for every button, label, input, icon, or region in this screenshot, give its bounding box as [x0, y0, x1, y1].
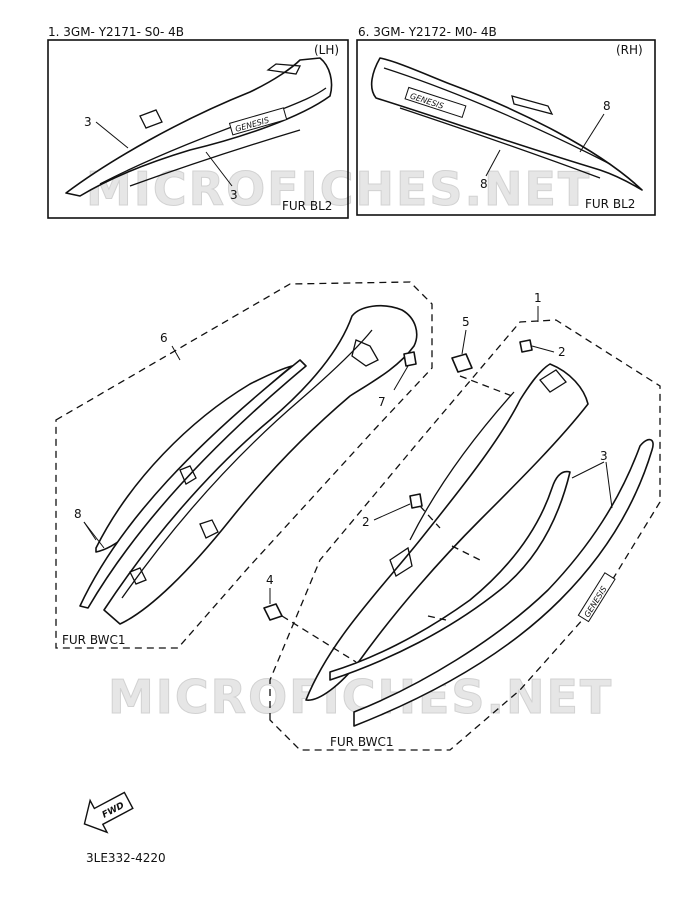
assembly-line-2b: [419, 505, 441, 529]
cover-rh-clip: [511, 95, 554, 115]
side-cover-6-clip-a: [179, 465, 197, 485]
cover-rh-stripe-lower: [399, 107, 601, 179]
assembly-line-5: [459, 375, 513, 397]
inset-right: 6. 3GM- Y2172- M0- 4B (RH) FUR BL2 GENES…: [356, 25, 656, 216]
side-cover-6-clip-b: [199, 519, 219, 539]
cover-rh-stripe: [383, 67, 611, 165]
leader-3a: [95, 121, 129, 149]
leader-3b-main: [605, 461, 613, 509]
cover-lh-tab: [266, 63, 302, 75]
leader-2b: [373, 503, 411, 521]
group-right-code: FUR BWC1: [330, 735, 394, 749]
callout-2b: 2: [362, 515, 370, 529]
leader-2a: [531, 345, 555, 353]
cover-lh-stripe-lower: [129, 129, 301, 187]
inset-left-callout-3b: 3: [230, 188, 238, 202]
side-cover-1-edge: [409, 391, 515, 541]
leader-8a: [579, 113, 605, 153]
group-right: FUR BWC1 GENESIS 1 2 2 3: [263, 291, 661, 751]
inset-right-side: (RH): [616, 43, 643, 57]
side-cover-6-rib: [121, 329, 373, 599]
callout-6: 6: [160, 331, 168, 345]
assembly-line-3: [451, 545, 481, 561]
inset-left: 1. 3GM- Y2171- S0- 4B (LH) FUR BL2 GENES…: [47, 25, 349, 219]
inset-right-callout-8a: 8: [603, 99, 611, 113]
emblem-main: GENESIS: [577, 572, 616, 623]
inset-left-callout-3a: 3: [84, 115, 92, 129]
callout-4: 4: [266, 573, 274, 587]
leader-3a-main: [571, 461, 605, 479]
trim-strip-3-inner: [329, 470, 571, 681]
side-cover-1-bracket: [389, 546, 413, 577]
trim-strip-8-lower: [79, 359, 307, 609]
watermark-top: MICROFICHES.NET: [86, 162, 591, 216]
inset-left-frame: [47, 39, 349, 219]
side-cover-lh: [65, 57, 333, 197]
leader-7: [393, 365, 409, 391]
callout-8: 8: [74, 507, 82, 521]
callout-3: 3: [600, 449, 608, 463]
damper-4: [263, 603, 283, 621]
inset-right-frame: [356, 39, 656, 216]
group-left-boundary: [55, 281, 433, 649]
inset-left-caption: 1. 3GM- Y2171- S0- 4B: [48, 25, 184, 39]
inset-left-code: FUR BL2: [282, 199, 332, 213]
side-cover-6-bracket: [351, 339, 379, 367]
side-cover-1: [305, 363, 589, 701]
side-cover-6: [103, 304, 418, 625]
cover-lh-clip: [139, 109, 163, 129]
leader-8b-main: [83, 521, 97, 541]
trim-strip-3-outer: [353, 438, 654, 727]
leader-3b: [205, 151, 233, 187]
grommet-2a: [519, 339, 533, 353]
callout-5: 5: [462, 315, 470, 329]
drawing-number: 3LE332-4220: [86, 851, 166, 865]
side-cover-1-top-tab: [539, 369, 567, 393]
inset-right-callout-8b: 8: [480, 177, 488, 191]
group-left-code: FUR BWC1: [62, 633, 126, 647]
fwd-arrow: FWD: [83, 791, 134, 834]
inset-right-code: FUR BL2: [585, 197, 635, 211]
callout-1: 1: [534, 291, 542, 305]
leader-6: [171, 345, 181, 361]
group-left: FUR BWC1 7 6 8: [55, 281, 433, 649]
side-cover-6-clip-c: [129, 567, 147, 585]
clip-7: [403, 351, 417, 367]
assembly-line-4: [281, 615, 357, 663]
leader-8b: [485, 149, 501, 177]
assembly-line-3b: [427, 615, 447, 621]
inset-right-caption: 6. 3GM- Y2172- M0- 4B: [358, 25, 497, 39]
callout-2a: 2: [558, 345, 566, 359]
side-cover-rh: [370, 57, 643, 191]
group-right-boundary: [269, 319, 661, 751]
fwd-arrow-icon: [83, 791, 134, 834]
watermark-bottom: MICROFICHES.NET: [108, 670, 613, 724]
callout-7: 7: [378, 395, 386, 409]
grommet-2b: [409, 493, 423, 509]
inset-left-side: (LH): [314, 43, 339, 57]
damper-5: [451, 353, 473, 373]
leader-5: [461, 329, 467, 355]
